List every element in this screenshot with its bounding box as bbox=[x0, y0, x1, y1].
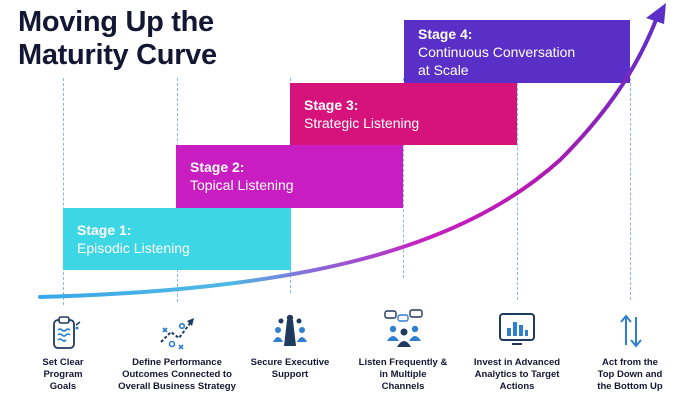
step-5-line-3: Actions bbox=[499, 381, 535, 392]
step-5-line-1: Invest in Advanced bbox=[473, 357, 561, 368]
stage-2-box: Stage 2: Topical Listening bbox=[176, 145, 403, 208]
curve-line bbox=[38, 18, 658, 299]
step-1-line-2: Program bbox=[43, 369, 83, 380]
stage-4-box: Stage 4: Continuous Conversation at Scal… bbox=[404, 20, 630, 83]
stage-3-box: Stage 3: Strategic Listening bbox=[290, 83, 517, 145]
step-2-line-3: Overall Business Strategy bbox=[118, 381, 236, 392]
step-2-line-1: Define Performance bbox=[132, 357, 222, 368]
step-1-line-3: Goals bbox=[49, 381, 77, 392]
stage-4-desc-line-1: Continuous Conversation bbox=[418, 44, 576, 60]
step-label-2: Define Performance Outcomes Connected to… bbox=[117, 357, 237, 393]
stage-2-name: Stage 2: bbox=[190, 159, 245, 175]
analytics-monitor-icon bbox=[497, 310, 537, 350]
title-line-1: Moving Up the bbox=[18, 6, 214, 38]
step-label-3: Secure Executive Support bbox=[230, 357, 350, 381]
step-label-6: Act from the Top Down and the Bottom Up bbox=[570, 357, 690, 393]
step-4-line-1: Listen Frequently & bbox=[358, 357, 448, 368]
stage-1-name: Stage 1: bbox=[77, 222, 132, 238]
stage-4-desc-line-2: at Scale bbox=[418, 62, 469, 78]
clipboard-icon bbox=[45, 313, 85, 353]
step-6-line-1: Act from the bbox=[602, 357, 658, 368]
guide-line-6 bbox=[630, 78, 631, 300]
people-chat-icon bbox=[384, 309, 424, 349]
step-3-line-1: Secure Executive bbox=[250, 357, 330, 368]
page-title: Moving Up the Maturity Curve bbox=[18, 6, 278, 72]
strategy-arrow-icon bbox=[157, 310, 197, 350]
step-6-line-3: the Bottom Up bbox=[597, 381, 663, 392]
stage-4-name: Stage 4: bbox=[418, 26, 473, 42]
step-label-5: Invest in Advanced Analytics to Target A… bbox=[457, 357, 577, 393]
stage-1-box: Stage 1: Episodic Listening bbox=[63, 208, 291, 270]
stage-3-desc: Strategic Listening bbox=[304, 115, 420, 131]
step-label-1: Set Clear Program Goals bbox=[3, 357, 123, 393]
curve-arrowhead bbox=[646, 3, 666, 24]
step-2-line-2: Outcomes Connected to bbox=[122, 369, 232, 380]
step-4-line-3: Channels bbox=[381, 381, 425, 392]
step-label-4: Listen Frequently & in Multiple Channels bbox=[343, 357, 463, 393]
up-down-arrows-icon bbox=[611, 311, 651, 351]
guide-line-5 bbox=[517, 78, 518, 300]
stage-2-desc: Topical Listening bbox=[190, 177, 294, 193]
guide-line-4 bbox=[403, 78, 404, 278]
step-6-line-2: Top Down and bbox=[597, 369, 663, 380]
stage-1-desc: Episodic Listening bbox=[77, 240, 190, 256]
title-line-2: Maturity Curve bbox=[18, 39, 217, 71]
stage-3-name: Stage 3: bbox=[304, 97, 359, 113]
executive-team-icon bbox=[270, 310, 310, 350]
step-3-line-2: Support bbox=[271, 369, 309, 380]
step-4-line-2: in Multiple bbox=[379, 369, 427, 380]
step-5-line-2: Analytics to Target bbox=[474, 369, 560, 380]
guide-line-1 bbox=[63, 78, 64, 305]
step-1-line-1: Set Clear bbox=[42, 357, 84, 368]
